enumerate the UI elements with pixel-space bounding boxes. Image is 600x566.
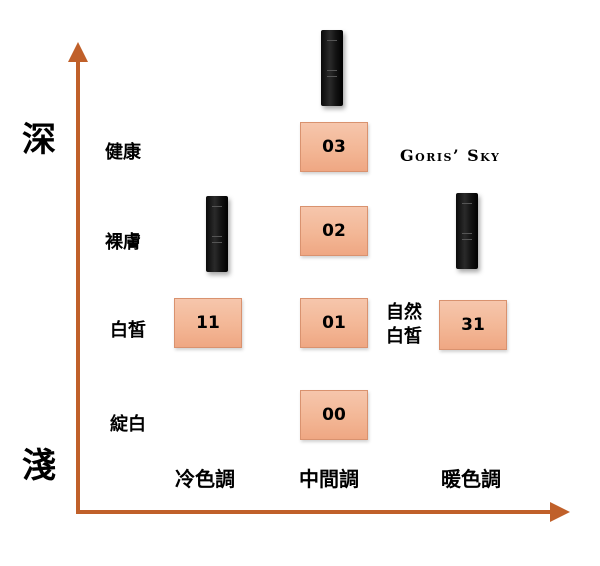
swatch-01: 01 (300, 298, 368, 348)
bottle-icon (456, 193, 478, 269)
bottle-icon (206, 196, 228, 272)
swatch-31: 31 (439, 300, 507, 350)
swatch-02: 02 (300, 206, 368, 256)
natural-fair-label: 自然 白皙 (386, 301, 422, 349)
row-label-nude: 裸膚 (105, 232, 141, 253)
y-axis-top-label: 深 (22, 120, 56, 160)
swatch-00: 00 (300, 390, 368, 440)
brand-label: Goris’ Sky (400, 146, 501, 165)
bottle-icon (321, 30, 343, 106)
swatch-11: 11 (174, 298, 242, 348)
natural-fair-line-2: 白皙 (386, 326, 422, 347)
col-label-warm: 暖色調 (441, 467, 501, 491)
natural-fair-line-1: 自然 (386, 302, 422, 323)
row-label-bright: 綻白 (110, 414, 146, 435)
row-label-fair: 白皙 (110, 320, 146, 341)
col-label-neutral: 中間調 (299, 467, 359, 491)
swatch-03: 03 (300, 122, 368, 172)
row-label-healthy: 健康 (105, 142, 141, 163)
col-label-cool: 冷色調 (175, 467, 235, 491)
y-axis-bottom-label: 淺 (22, 446, 56, 486)
